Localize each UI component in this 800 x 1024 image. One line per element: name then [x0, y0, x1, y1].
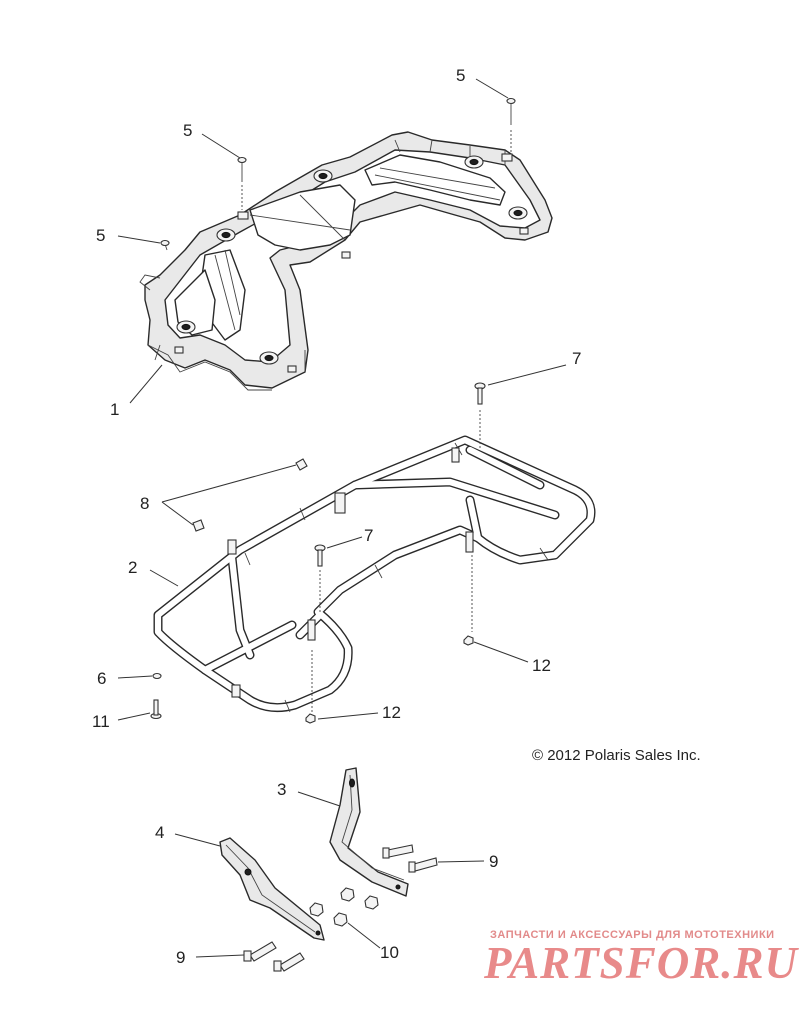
tube-rack-part-2	[153, 435, 596, 713]
bolt-9-left-a	[243, 941, 277, 962]
callout-10: 10	[380, 943, 399, 962]
callout-3: 3	[277, 780, 286, 799]
bolt-9-right-b	[408, 857, 438, 873]
clip-8-lower	[192, 519, 205, 532]
copyright-text: © 2012 Polaris Sales Inc.	[532, 747, 701, 764]
bolt-7-upper	[471, 382, 486, 632]
screw-5-middle	[237, 156, 247, 210]
callout-9-left: 9	[176, 948, 185, 967]
callout-labels: 1 2 3 4 5 5 5 6 7 7 8 9 9 10 11 12 12	[92, 66, 581, 967]
screw-5-left	[160, 239, 170, 251]
callout-9-right: 9	[489, 852, 498, 871]
screw-5-upper-right	[506, 97, 516, 152]
bracket-part-3	[329, 767, 409, 897]
callout-5-top: 5	[456, 66, 465, 85]
callout-11: 11	[92, 712, 110, 731]
bracket-part-4	[219, 837, 325, 941]
callout-5-middle: 5	[183, 121, 192, 140]
callout-8: 8	[140, 494, 149, 513]
rack-panel-part-1	[139, 131, 553, 391]
leader-lines	[117, 78, 567, 958]
bolt-9-left-b	[273, 952, 305, 972]
callout-5-left: 5	[96, 226, 105, 245]
callout-2: 2	[128, 558, 137, 577]
clip-8-upper	[295, 458, 308, 471]
callout-12-right: 12	[532, 656, 551, 675]
callout-12-left: 12	[382, 703, 401, 722]
nuts-10	[309, 887, 379, 927]
bolt-9-right-a	[382, 844, 414, 859]
nut-12-left	[305, 713, 316, 724]
callout-1: 1	[110, 400, 119, 419]
callout-6: 6	[97, 669, 106, 688]
nut-12-right	[463, 635, 474, 646]
bolt-11	[150, 699, 162, 720]
washer-6	[152, 672, 162, 680]
callout-7-upper: 7	[572, 349, 581, 368]
callout-4: 4	[155, 823, 164, 842]
bolt-7-lower	[311, 544, 326, 714]
watermark-logo[interactable]: PARTSFOR.RU	[484, 938, 798, 988]
watermark-tagline: ЗАПЧАСТИ И АКСЕССУАРЫ ДЛЯ МОТОТЕХНИКИ	[490, 929, 775, 941]
callout-7-lower: 7	[364, 526, 373, 545]
